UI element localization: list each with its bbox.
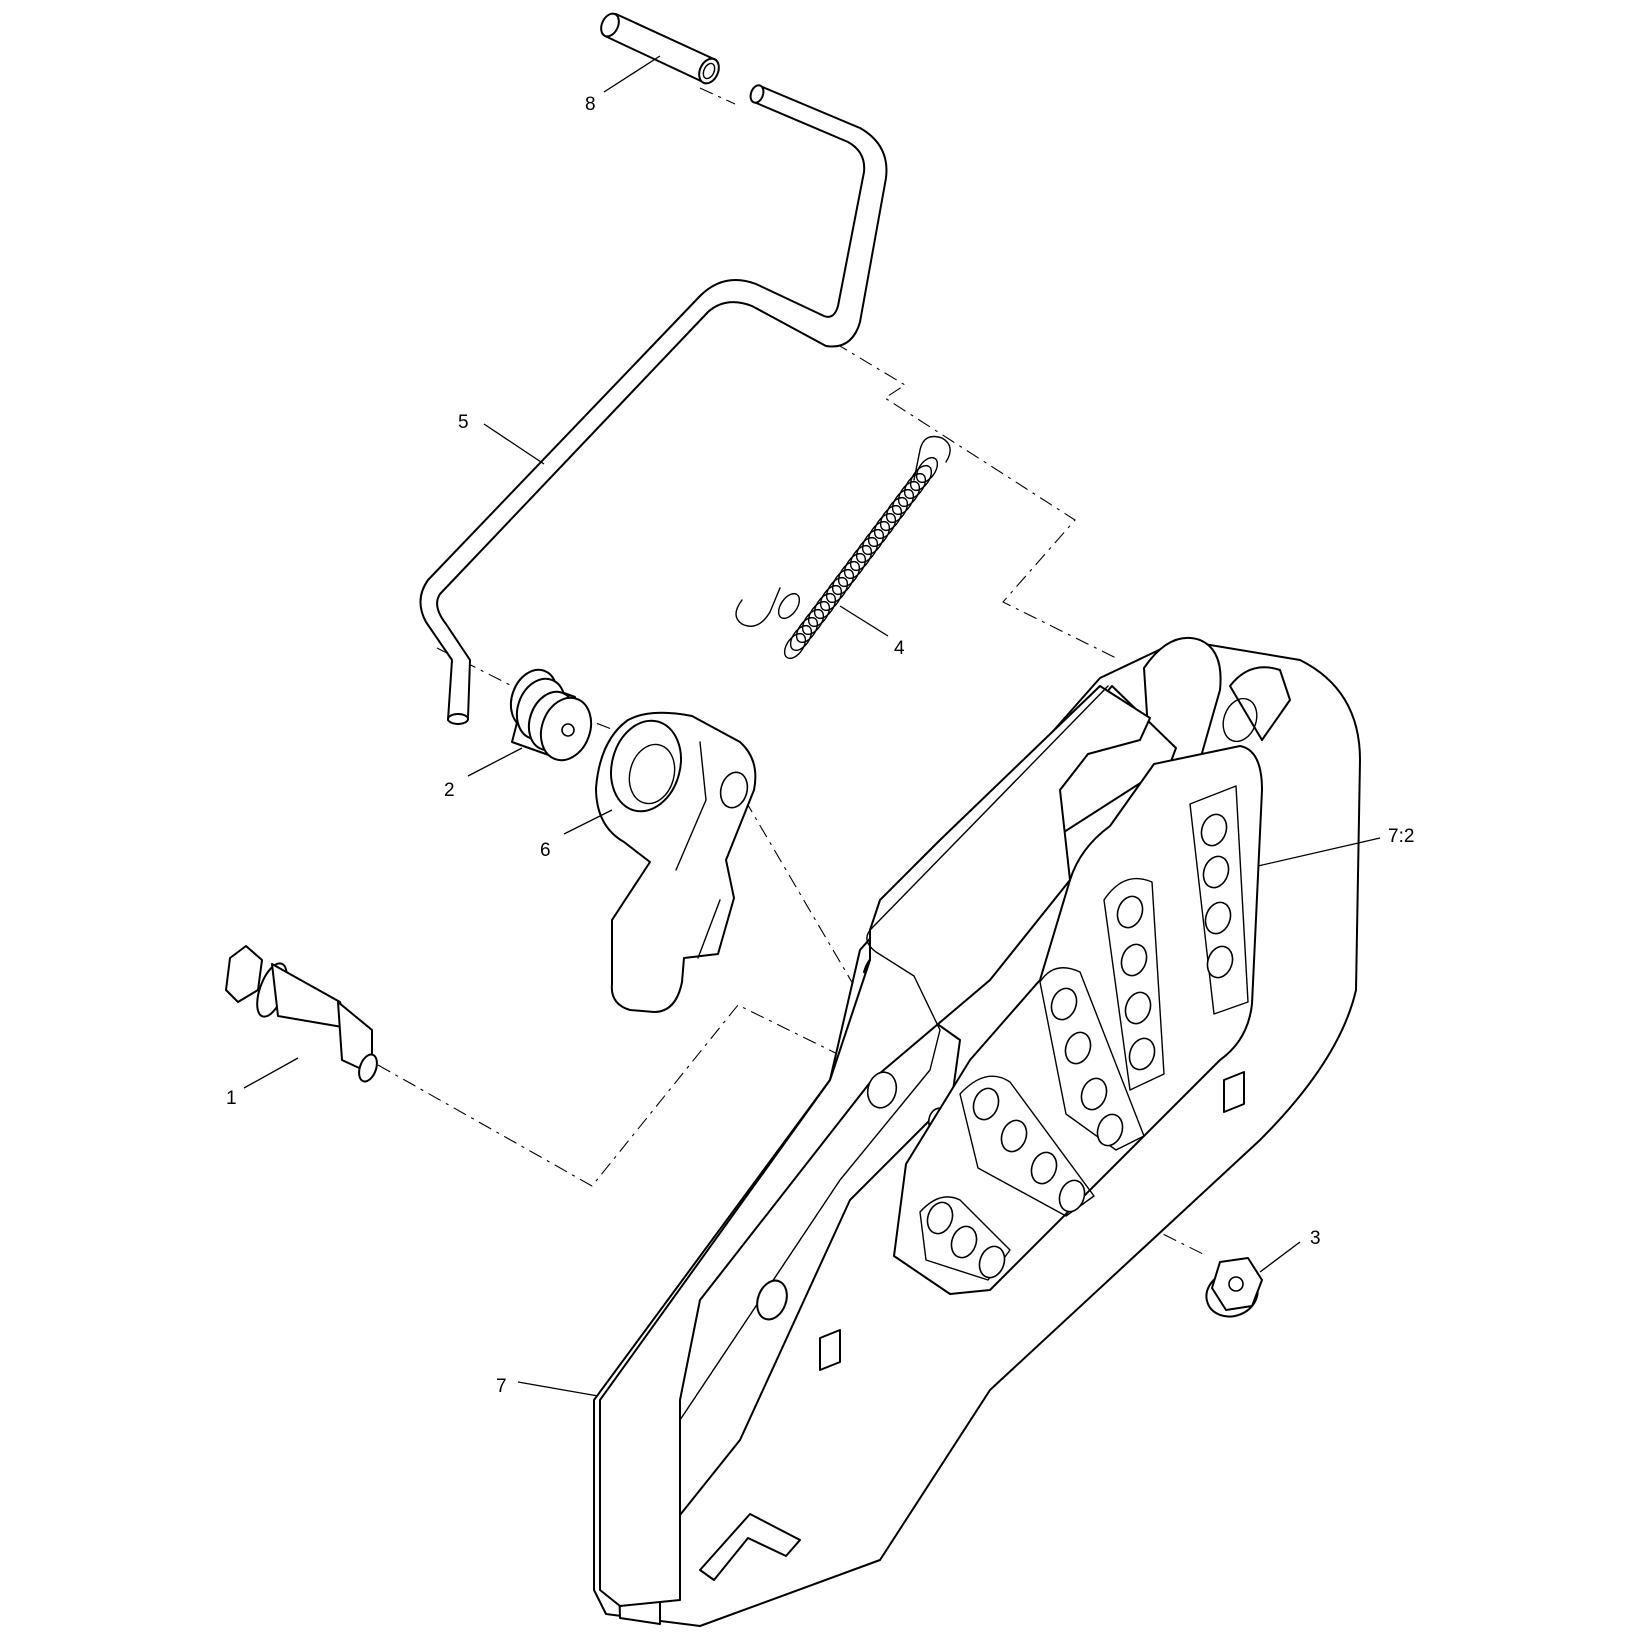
callout-1: 1 (226, 1088, 237, 1109)
callout-7-2: 7:2 (1388, 826, 1414, 847)
extension-spring-icon (735, 435, 951, 660)
flange-bolt-icon (225, 945, 378, 1083)
callout-4: 4 (894, 638, 905, 659)
grip-sleeve-icon (600, 12, 720, 85)
bent-rod-icon (419, 84, 888, 725)
bushing-icon (509, 668, 593, 762)
bolt-centerline (377, 1004, 871, 1187)
height-adjust-holes (926, 813, 1234, 1279)
rod-to-spring-centerline (699, 87, 1121, 661)
callout-labels: 8 5 4 2 6 1 3 7 7:2 (226, 94, 1414, 1397)
callout-3: 3 (1310, 1228, 1321, 1249)
callout-7: 7 (496, 1376, 507, 1397)
callout-6: 6 (540, 840, 551, 861)
height-plate-icon (893, 745, 1263, 1295)
latch-arm-icon (595, 711, 757, 1013)
callout-leaders (243, 55, 1381, 1397)
callout-8: 8 (585, 94, 596, 115)
callout-2: 2 (444, 780, 455, 801)
front-bracket-plate (599, 685, 1151, 1607)
flange-nut-icon (1205, 1257, 1263, 1318)
callout-5: 5 (458, 412, 469, 433)
spring-coils (777, 456, 939, 660)
